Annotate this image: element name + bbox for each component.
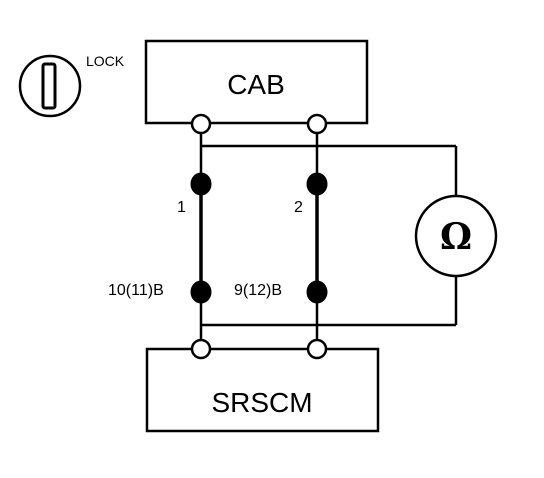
pin-10-11b-label: 10(11)B [108,282,164,299]
cab-label: CAB [227,69,285,100]
srscm-terminal-left [190,338,212,360]
pin-2 [306,172,328,196]
connector-pins [190,172,328,304]
srscm-box [145,347,380,433]
srscm-module: SRSCM [145,347,380,433]
pin-2-label: 2 [294,199,303,216]
cab-terminal-left [190,113,212,135]
ohmmeter-icon [414,194,498,278]
pin-labels: 1 2 10(11)B 9(12)B [108,199,303,299]
wiring [199,125,458,340]
ignition-key-icon [18,54,82,118]
cab-module: CAB [144,39,369,125]
ohm-symbol: Ω [440,216,472,258]
pin-1 [190,172,212,196]
pin-1-label: 1 [177,199,186,216]
cab-box [144,39,369,125]
pin-9-12b [306,280,328,304]
ignition-switch: LOCK [18,53,125,118]
pin-9-12b-label: 9(12)B [234,282,282,299]
cab-terminal-right [306,113,328,135]
module-terminals [190,113,328,360]
pin-10-11b [190,280,212,304]
ohmmeter: Ω [414,194,498,278]
srscm-label: SRSCM [211,387,312,418]
srscm-terminal-right [306,338,328,360]
lock-label: LOCK [86,53,125,69]
